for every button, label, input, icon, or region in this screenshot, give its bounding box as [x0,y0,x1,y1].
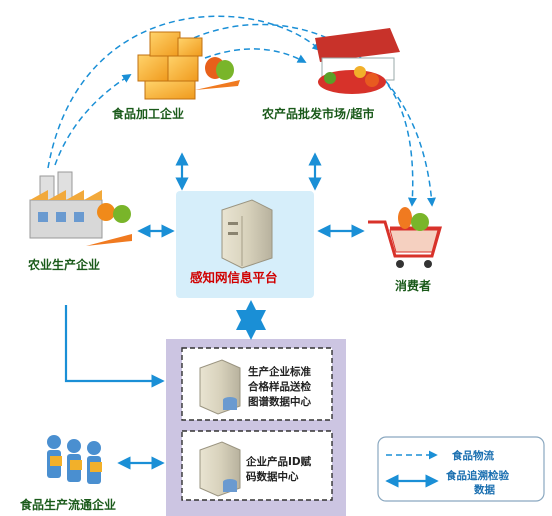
data-center-1-line-2: 合格样品送检 [247,380,311,393]
legend-trace-label-line-1: 食品追溯检验 [445,469,509,482]
data-center-2-line-2: 码数据中心 [246,470,299,483]
logistics-arrow-processing-to-market [204,48,307,63]
label-consumer: 消费者 [395,278,431,293]
logistics-arrow-market-to-consumer [374,69,417,207]
label-wholesale-market: 农产品批发市场/超市 [261,106,374,121]
shopping-cart-icon [368,207,442,268]
logistics-arrow-agri-to-market [47,15,322,169]
legend-box [377,436,545,502]
label-platform: 感知网信息平台 [190,270,278,285]
workers-icon [47,435,102,484]
produce-icon [86,203,132,246]
data-center-2-line-1: 企业产品ID赋 [245,455,312,468]
label-circulation: 食品生产流通企业 [19,497,116,512]
data-arrow-agri-to-datacenter [64,305,165,388]
database-server-icon [199,359,241,415]
label-agri-production: 农业生产企业 [27,257,100,272]
factory-icon [29,171,103,239]
legend-trace-label-line-2: 数据 [473,483,495,496]
data-center-1-line-1: 生产企业标准 [248,365,311,378]
label-food-processing: 食品加工企业 [111,106,184,121]
vegetables-icon [195,57,240,90]
database-server-icon [199,441,241,497]
boxes-icon [137,31,203,100]
market-stall-icon [315,28,400,94]
server-icon [221,199,273,269]
legend-logistics-label: 食品物流 [451,449,494,462]
data-center-1-line-3: 图谱数据中心 [248,395,311,408]
logistics-arrow-agri-to-processing [54,74,132,166]
